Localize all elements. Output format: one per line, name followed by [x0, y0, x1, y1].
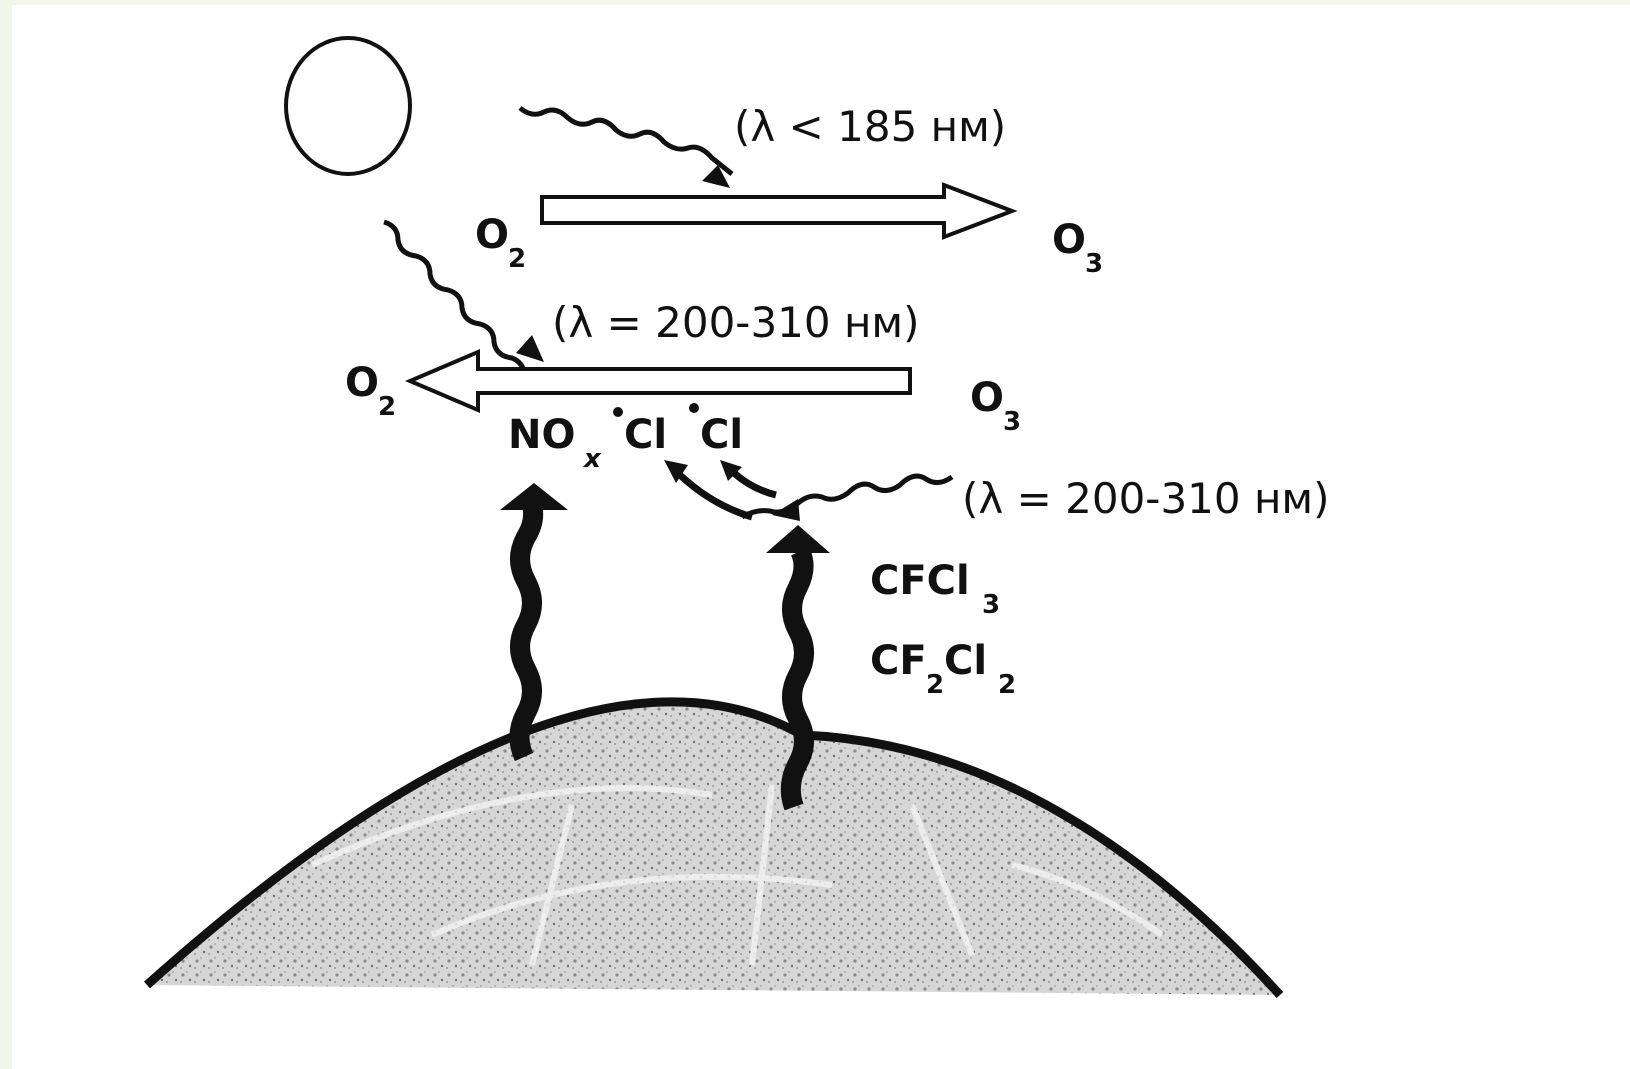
o2-label-middle: O	[345, 360, 379, 406]
arrow-cfc-to-cl-1	[664, 460, 754, 521]
o2-subscript-middle: 2	[378, 392, 396, 422]
sun-icon	[284, 36, 412, 176]
wavelength-label-right: (λ = 200-310 нм)	[962, 474, 1330, 523]
diagram-frame: (λ < 185 нм) (λ = 200-310 нм) (λ = 200-3…	[12, 5, 1630, 1069]
o2-label-top: O	[475, 212, 509, 258]
o2-subscript-top: 2	[508, 244, 526, 274]
arrow-cfc-to-cl-2	[720, 460, 777, 499]
radical-dot-1	[613, 407, 623, 417]
nox-label: NO	[508, 412, 575, 458]
o3-label-top: O	[1052, 217, 1086, 263]
arrow-o2-to-o3	[540, 182, 1018, 240]
uv-ray-top	[518, 106, 734, 188]
cfc-emission-arrow	[766, 525, 830, 811]
cl-radical-label-2: Cl	[700, 412, 743, 458]
cf2cl2-label-part1: CF	[870, 638, 927, 684]
uv-ray-middle	[383, 219, 544, 373]
arrow-o3-to-o2	[404, 348, 912, 414]
nox-subscript: x	[582, 444, 602, 474]
o3-label-middle: O	[970, 375, 1004, 421]
cf2cl2-subscript-2: 2	[998, 670, 1016, 700]
ozone-cycle-diagram: (λ < 185 нм) (λ = 200-310 нм) (λ = 200-3…	[144, 36, 1330, 999]
o3-subscript-top: 3	[1085, 249, 1103, 279]
o3-subscript-middle: 3	[1003, 407, 1021, 437]
cf2cl2-label-part2: Cl	[944, 638, 987, 684]
wavelength-label-middle: (λ = 200-310 нм)	[552, 298, 920, 347]
cl-radical-label-1: Cl	[624, 412, 667, 458]
cfcl3-subscript: 3	[982, 590, 1000, 620]
wavelength-label-top: (λ < 185 нм)	[734, 102, 1006, 151]
radical-dot-2	[689, 403, 699, 413]
earth-surface	[144, 697, 1284, 999]
cf2cl2-subscript-1: 2	[926, 670, 944, 700]
nox-emission-arrow	[500, 483, 568, 762]
cfcl3-label: CFCl	[870, 558, 970, 604]
uv-ray-right	[740, 473, 954, 521]
